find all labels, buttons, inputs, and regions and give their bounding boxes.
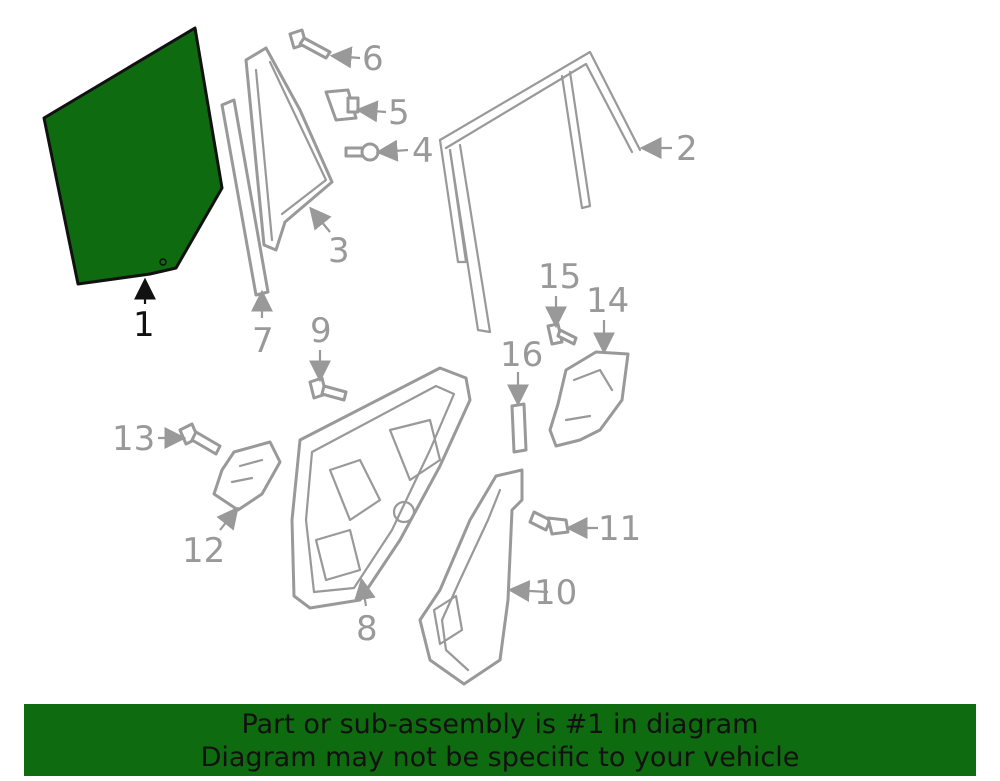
bolt-11-part[interactable] (528, 510, 570, 536)
callout-6: 6 (362, 39, 384, 79)
banner-line-2: Diagram may not be specific to your vehi… (200, 742, 800, 773)
callout-15: 15 (538, 257, 581, 297)
strip-16-part[interactable] (510, 402, 528, 454)
callout-7: 7 (252, 321, 274, 361)
door-module-part[interactable] (290, 366, 472, 610)
callout-4: 4 (412, 131, 434, 171)
bolt-part[interactable] (288, 28, 332, 60)
callout-10: 10 (534, 573, 577, 613)
parts-diagram: 1 2 3 4 5 6 7 8 9 10 11 12 13 14 15 16 (42, 26, 698, 686)
bracket-12-part[interactable] (212, 440, 282, 512)
callout-3: 3 (328, 231, 350, 271)
info-banner: Part or sub-assembly is #1 in diagram Di… (24, 704, 976, 776)
bracket-14-part[interactable] (548, 350, 630, 448)
window-regulator-part[interactable] (418, 468, 524, 686)
callout-12: 12 (182, 531, 225, 571)
banner-line-1: Part or sub-assembly is #1 in diagram (241, 709, 759, 740)
bolt-9-part[interactable] (308, 376, 348, 402)
clip-part[interactable] (344, 142, 380, 162)
door-glass-part[interactable] (42, 26, 224, 286)
nut-part[interactable] (324, 88, 360, 122)
callout-1: 1 (133, 305, 155, 345)
callout-11: 11 (598, 509, 641, 549)
callout-5: 5 (388, 93, 410, 133)
quarter-frame-part[interactable] (244, 46, 334, 252)
callout-2: 2 (676, 129, 698, 169)
callout-16: 16 (500, 335, 543, 375)
bolt-13-part[interactable] (178, 422, 222, 456)
bolt-15-part[interactable] (546, 322, 578, 346)
callout-9: 9 (310, 311, 332, 351)
callout-14: 14 (586, 281, 629, 321)
weatherstrip-part[interactable] (438, 50, 642, 334)
callout-8: 8 (356, 609, 378, 649)
callout-13: 13 (112, 419, 155, 459)
